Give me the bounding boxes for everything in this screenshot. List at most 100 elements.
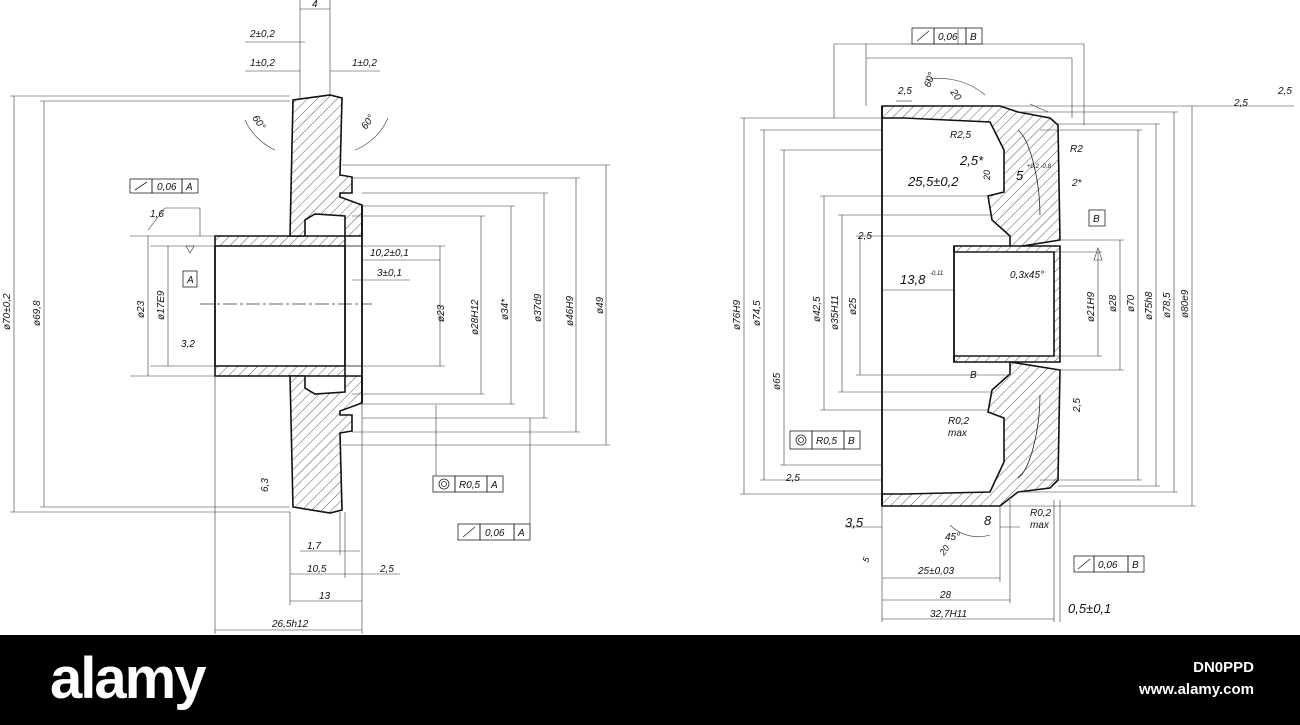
right-runout-top-value: 0,06 bbox=[938, 32, 958, 43]
left-runout-top-ref: A bbox=[185, 182, 193, 193]
right-dim-d35: ø35H11 bbox=[830, 295, 841, 330]
right-dim-s25c: 2,5 bbox=[1277, 86, 1292, 97]
right-dim-r02a: R0,2 bbox=[948, 416, 970, 427]
right-datum-box bbox=[1088, 209, 1106, 227]
right-dim-v20: 20 bbox=[982, 170, 992, 181]
left-dim-d28: ø28H12 bbox=[470, 299, 481, 335]
right-dim-d80: ø80e9 bbox=[1180, 289, 1191, 318]
left-dim-w4: 4 bbox=[312, 0, 318, 10]
left-dim-w2: 2±0,2 bbox=[249, 29, 275, 40]
left-dim-d46: ø46H9 bbox=[565, 296, 576, 326]
right-circ-ref: B bbox=[848, 436, 855, 447]
left-circ-frame bbox=[432, 405, 504, 493]
right-dim-v138: 13,8 bbox=[900, 272, 926, 287]
right-dim-d65: ø65 bbox=[772, 372, 783, 390]
left-hub-top bbox=[214, 235, 346, 247]
left-dim-b265: 26,5h12 bbox=[271, 619, 309, 630]
right-dim-b20: 20 bbox=[937, 543, 952, 558]
left-circ-ref: A bbox=[490, 480, 498, 491]
right-view: ø76H9 ø74,5 ø65 ø42,5 ø35H11 ø25 ø21H9 ø… bbox=[732, 27, 1294, 622]
left-disk-lower bbox=[289, 375, 363, 514]
right-dim-maxa: max bbox=[948, 428, 968, 439]
right-dim-s25e: 2,5 bbox=[785, 473, 800, 484]
right-dim-a20: 20 bbox=[947, 87, 963, 104]
right-circ-value: R0,5 bbox=[816, 436, 838, 447]
right-dim-b8: 8 bbox=[984, 513, 992, 528]
left-dim-b105: 10,5 bbox=[307, 564, 327, 575]
alamy-footer-bar: alamy DN0PPD www.alamy.com bbox=[0, 635, 1300, 725]
left-dim-a60a: 60° bbox=[250, 113, 268, 132]
left-datum-label: A bbox=[186, 275, 194, 286]
right-dim-v5: 5 bbox=[1016, 168, 1024, 183]
right-hub bbox=[953, 245, 1061, 363]
right-dim-d28: ø28 bbox=[1108, 294, 1119, 312]
right-runout-top-ref: B bbox=[970, 32, 977, 43]
right-dim-d785: ø78,5 bbox=[1162, 292, 1173, 318]
left-rough-32: 3,2 bbox=[181, 339, 195, 350]
right-dim-s25d: 2,5 bbox=[857, 231, 872, 242]
right-dim-b45: 45° bbox=[945, 532, 960, 543]
left-circ-value: R0,5 bbox=[459, 480, 481, 491]
left-runout-top-value: 0,06 bbox=[157, 182, 177, 193]
left-hub-bottom bbox=[214, 365, 346, 377]
right-datum-label: B bbox=[1093, 214, 1100, 225]
right-dim-b25: 25±0,03 bbox=[917, 566, 955, 577]
left-dim-d49: ø49 bbox=[595, 296, 606, 314]
right-dim-r2: R2 bbox=[1070, 144, 1083, 155]
right-dim-s25b: 2,5 bbox=[1233, 98, 1248, 109]
right-dim-b35: 3,5 bbox=[845, 515, 864, 530]
right-runout-bot-value: 0,06 bbox=[1098, 560, 1118, 571]
alamy-logo: alamy bbox=[50, 646, 206, 711]
right-dim-s25f: 2,5 bbox=[1072, 398, 1083, 413]
left-dim-r102: 10,2±0,1 bbox=[370, 248, 409, 259]
right-dim-b5: 5 bbox=[860, 555, 871, 564]
right-dim-d76: ø76H9 bbox=[732, 300, 743, 330]
right-dim-v2star: 2* bbox=[1071, 178, 1083, 189]
right-dim-r02b: R0,2 bbox=[1030, 508, 1052, 519]
right-dim-b327: 32,7H11 bbox=[930, 609, 967, 620]
left-runout-bot-ref: A bbox=[517, 528, 525, 539]
right-dim-s25a: 2,5 bbox=[897, 86, 912, 97]
left-datum-box bbox=[182, 270, 198, 288]
left-dim-a60b: 60° bbox=[359, 113, 377, 132]
left-dim-b17: 1,7 bbox=[307, 541, 321, 552]
left-dim-d34: ø34* bbox=[500, 298, 511, 320]
right-runout-frame-top bbox=[911, 27, 983, 45]
right-dim-v138tol: -0,11 bbox=[930, 271, 943, 277]
left-view: ø70±0,2 ø69,8 ø23 ø17E9 ø23 ø28H12 ø34* … bbox=[2, 0, 610, 634]
right-dim-d70: ø70 bbox=[1126, 294, 1137, 312]
right-dim-d25: ø25 bbox=[848, 297, 859, 315]
right-label-b: B bbox=[970, 370, 977, 381]
right-dim-d21: ø21H9 bbox=[1086, 292, 1097, 322]
left-runout-bot-value: 0,06 bbox=[485, 528, 505, 539]
right-dim-v255: 25,5±0,2 bbox=[907, 174, 959, 189]
left-dim-d23b: ø23 bbox=[436, 304, 447, 322]
right-body-bottom bbox=[881, 361, 1061, 507]
left-dim-d17: ø17E9 bbox=[156, 290, 167, 320]
left-dim-b25: 2,5 bbox=[379, 564, 394, 575]
right-dim-d745: ø74,5 bbox=[752, 300, 763, 326]
left-dim-d23: ø23 bbox=[136, 300, 147, 318]
right-dim-a60: 60° bbox=[922, 71, 938, 89]
right-dim-v5tol: +0,2 -0,8 bbox=[1027, 164, 1052, 170]
left-runout-frame-top bbox=[129, 178, 199, 194]
left-dim-d698: ø69,8 bbox=[32, 300, 43, 326]
right-circ-frame bbox=[789, 430, 861, 450]
left-dim-r3: 3±0,1 bbox=[377, 268, 402, 279]
right-dim-v25star: 2,5* bbox=[959, 153, 984, 168]
left-dim-w1b: 1±0,2 bbox=[352, 58, 377, 69]
right-dim-cham: 0,3x45° bbox=[1010, 270, 1044, 281]
left-disk-upper bbox=[289, 94, 363, 237]
right-dim-r25: R2,5 bbox=[950, 130, 972, 141]
right-dim-d425: ø42,5 bbox=[812, 296, 823, 322]
right-dim-b05: 0,5±0,1 bbox=[1068, 601, 1111, 616]
left-rough-16: 1,6 bbox=[150, 209, 164, 220]
left-dim-b13: 13 bbox=[319, 591, 331, 602]
technical-drawing: ø70±0,2 ø69,8 ø23 ø17E9 ø23 ø28H12 ø34* … bbox=[2, 0, 1294, 634]
left-dim-w1a: 1±0,2 bbox=[250, 58, 275, 69]
right-runout-frame-bottom bbox=[1073, 555, 1145, 573]
left-dim-d37: ø37d9 bbox=[533, 293, 544, 322]
right-dim-maxb: max bbox=[1030, 520, 1050, 531]
right-dim-d75: ø75h8 bbox=[1144, 291, 1155, 320]
left-rough-63: 6,3 bbox=[260, 478, 271, 492]
